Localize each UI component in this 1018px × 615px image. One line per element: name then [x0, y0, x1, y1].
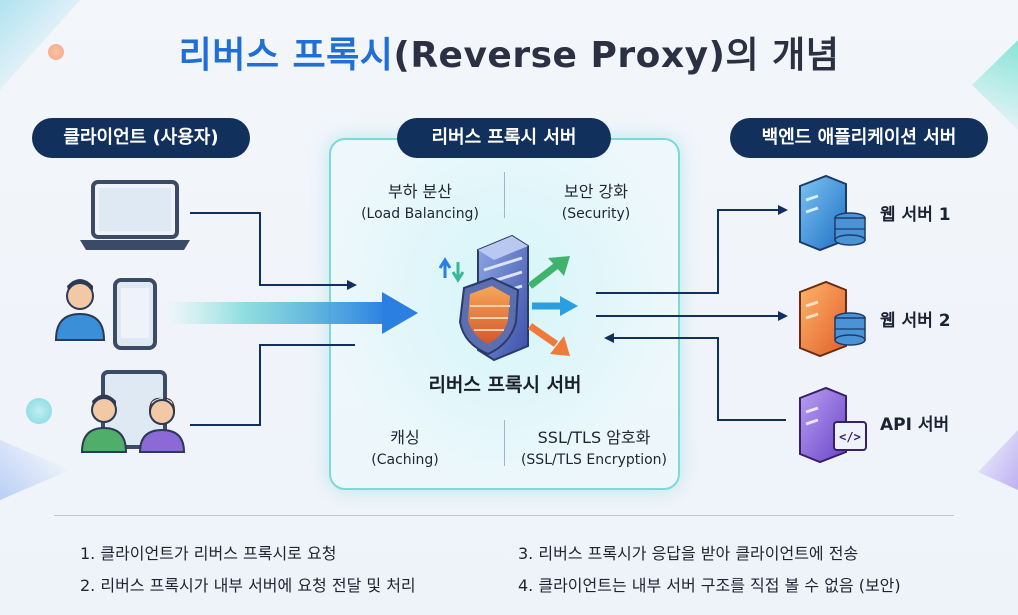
server-label: 웹 서버 2 [880, 311, 951, 331]
web-server-2-icon [799, 280, 866, 358]
feature-caching: 캐싱 (Caching) [330, 424, 480, 468]
step-item: 1. 클라이언트가 리버스 프록시로 요청 [80, 544, 337, 563]
section-divider [54, 515, 954, 516]
title-highlight: 리버스 프록시 [178, 35, 394, 76]
feature-load-balancing: 부하 분산 (Load Balancing) [340, 178, 500, 222]
backend-column-header: 백엔드 애플리케이션 서버 [730, 118, 988, 158]
proxy-column-header: 리버스 프록시 서버 [397, 118, 611, 158]
shield-icon [458, 276, 520, 356]
smartphone-icon [113, 278, 157, 350]
step-item: 3. 리버스 프록시가 응답을 받아 클라이언트에 전송 [518, 544, 859, 563]
request-flow-arrow [166, 292, 418, 334]
server-label: API 서버 [880, 415, 950, 435]
feature-subtitle: (Caching) [371, 452, 439, 468]
decorative-dot [48, 44, 64, 60]
feature-title: 캐싱 [390, 428, 420, 447]
decorative-dot [26, 398, 52, 424]
web-server-1-icon [799, 174, 866, 252]
laptop-icon [80, 180, 190, 250]
server-label: 웹 서버 1 [880, 205, 951, 225]
feature-subtitle: (Load Balancing) [361, 206, 479, 222]
feature-divider [504, 172, 505, 218]
title-rest: (Reverse Proxy)의 개념 [393, 35, 840, 76]
sync-arrows-icon [438, 257, 465, 283]
feature-subtitle: (Security) [561, 206, 631, 222]
user-icon [80, 394, 128, 453]
distribution-arrows-icon [527, 256, 578, 356]
svg-text:</>: </> [839, 430, 861, 444]
user-icon [54, 279, 106, 341]
proxy-server-label: 리버스 프록시 서버 [428, 374, 582, 396]
feature-title: 보안 강화 [564, 182, 628, 201]
feature-ssl-tls: SSL/TLS 암호화 (SSL/TLS Encryption) [508, 424, 680, 468]
step-item: 2. 리버스 프록시가 내부 서버에 요청 전달 및 처리 [80, 576, 416, 595]
feature-subtitle: (SSL/TLS Encryption) [520, 452, 668, 468]
page-title: 리버스 프록시(Reverse Proxy)의 개념 [0, 26, 1018, 78]
api-server-icon: </> [799, 386, 867, 464]
feature-divider [504, 420, 505, 466]
user-icon [138, 397, 186, 453]
client-column-header: 클라이언트 (사용자) [32, 118, 250, 158]
feature-title: SSL/TLS 암호화 [537, 428, 651, 447]
step-item: 4. 클라이언트는 내부 서버 구조를 직접 볼 수 없음 (보안) [518, 576, 901, 595]
feature-security: 보안 강화 (Security) [516, 178, 676, 222]
feature-title: 부하 분산 [388, 182, 452, 201]
